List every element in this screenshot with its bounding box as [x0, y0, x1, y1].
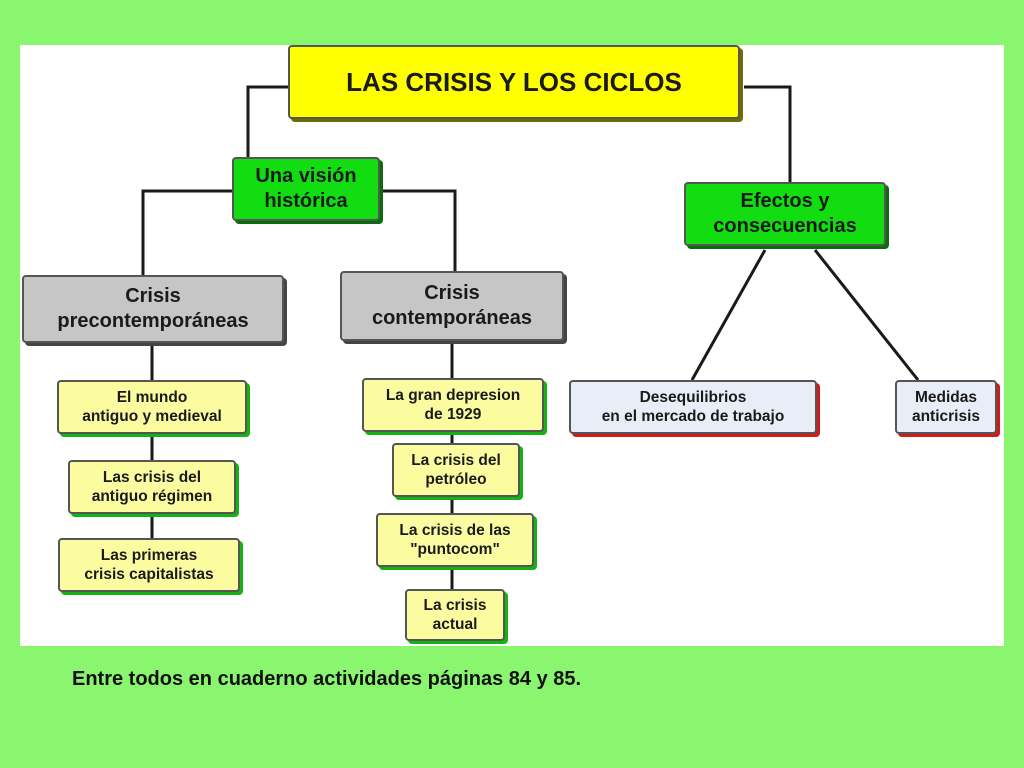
item-mundo-antiguo: El mundo antiguo y medieval	[57, 380, 247, 434]
item-crisis-puntocom: La crisis de las "puntocom"	[376, 513, 534, 567]
root-node: LAS CRISIS Y LOS CICLOS	[288, 45, 740, 119]
item-crisis-actual: La crisis actual	[405, 589, 505, 641]
item-primeras-crisis: Las primeras crisis capitalistas	[58, 538, 240, 592]
connector-historica-con	[382, 189, 457, 271]
connector-efectos-medidas	[813, 249, 920, 381]
connector-root-efectos	[744, 85, 792, 183]
connector-historica-pre	[141, 189, 232, 275]
branch-efectos: Efectos y consecuencias	[684, 182, 886, 246]
connector-efectos-desequilibrios	[690, 249, 767, 381]
group-contemporaneas: Crisis contemporáneas	[340, 271, 564, 341]
item-crisis-petroleo: La crisis del petróleo	[392, 443, 520, 497]
group-precontemporaneas: Crisis precontemporáneas	[22, 275, 284, 343]
footer-instruction: Entre todos en cuaderno actividades pági…	[72, 668, 582, 690]
branch-historica: Una visión histórica	[232, 157, 380, 221]
item-gran-depresion: La gran depresion de 1929	[362, 378, 544, 432]
connector-root-historica	[246, 85, 288, 175]
item-antiguo-regimen: Las crisis del antiguo régimen	[68, 460, 236, 514]
item-desequilibrios: Desequilibrios en el mercado de trabajo	[569, 380, 817, 434]
item-medidas-anticrisis: Medidas anticrisis	[895, 380, 997, 434]
